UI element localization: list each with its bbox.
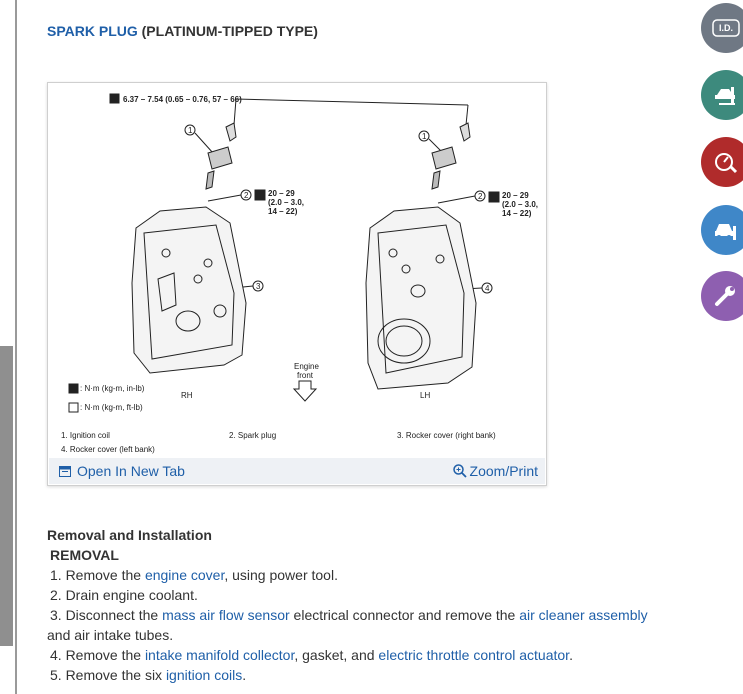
diagnostics-button[interactable] [701, 137, 743, 187]
callout-2-rh: 2 [244, 191, 249, 200]
lift-button[interactable] [701, 70, 743, 120]
ignition-coils-link[interactable]: ignition coils [165, 667, 243, 683]
id-button[interactable]: I.D. [701, 3, 743, 53]
step-4-text: 4. Remove the [50, 647, 145, 663]
callout-3: 3 [256, 282, 261, 291]
step-4: 4. Remove the intake manifold collector,… [47, 645, 687, 665]
legend-inlb: : N·m (kg-m, in-lb) [80, 384, 145, 393]
id-label: I.D. [718, 23, 733, 33]
torque-symbol-icon [109, 93, 120, 104]
part-1: 1. Ignition coil [61, 431, 110, 440]
step-3-text: 3. Disconnect the [50, 607, 163, 623]
spark-plug-diagram [68, 93, 500, 413]
zoom-print-link[interactable]: Zoom/Print [452, 463, 538, 479]
new-tab-icon [59, 465, 71, 477]
instructions: Removal and Installation REMOVAL 1. Remo… [47, 525, 687, 685]
scrollbar-thumb[interactable] [0, 346, 13, 646]
step-2: 2. Drain engine coolant. [50, 587, 198, 603]
step-1-suffix: , using power tool. [224, 567, 338, 583]
torque-spec-lh-c: 14 – 22) [502, 209, 532, 218]
removal-heading: REMOVAL [50, 547, 119, 563]
engine-front-label: Engine [294, 362, 319, 371]
rh-label: RH [181, 391, 193, 400]
engine-front-label-2: front [297, 371, 314, 380]
title-link[interactable]: SPARK PLUG [47, 23, 138, 39]
torque-spec-top: 6.37 – 7.54 (0.65 – 0.76, 57 – 66) [123, 95, 242, 104]
open-in-new-tab-label: Open In New Tab [77, 463, 185, 479]
torque-spec-rh-b: (2.0 – 3.0, [268, 198, 305, 207]
section-heading: Removal and Installation [47, 527, 212, 543]
step-3-continued: and air intake tubes. [47, 627, 174, 643]
step-1: 1. Remove the engine cover, using power … [47, 565, 687, 585]
torque-spec-rh-a: 20 – 29 [268, 189, 295, 198]
part-3: 3. Rocker cover (right bank) [397, 431, 496, 440]
torque-spec-lh-b: (2.0 – 3.0, [502, 200, 539, 209]
id-icon [712, 19, 740, 37]
zoom-print-label: Zoom/Print [469, 463, 538, 479]
step-4-suffix: . [569, 647, 573, 663]
wrench-icon [715, 286, 735, 306]
electric-throttle-control-actuator-link[interactable]: electric throttle control actuator [378, 647, 570, 663]
step-4-mid: , gasket, and [294, 647, 379, 663]
step-5-suffix: . [242, 667, 247, 683]
mass-air-flow-sensor-link[interactable]: mass air flow sensor [162, 607, 290, 623]
torque-spec-lh-a: 20 – 29 [502, 191, 529, 200]
step-1-text: 1. Remove the [50, 567, 145, 583]
lh-label: LH [420, 391, 431, 400]
figure-footer: Open In New Tab Zoom/Print [49, 458, 545, 484]
gauge-wrench-icon [715, 153, 738, 174]
torque-spec-rh-c: 14 – 22) [268, 207, 298, 216]
step-3-mid: electrical connector and remove the [289, 607, 520, 623]
callout-4: 4 [485, 284, 490, 293]
intake-manifold-collector-link[interactable]: intake manifold collector [144, 647, 295, 663]
step-5: 5. Remove the six ignition coils. [47, 665, 687, 685]
title-suffix: (PLATINUM-TIPPED TYPE) [137, 23, 318, 39]
car-service-icon [715, 224, 736, 240]
callout-1-lh: 1 [422, 132, 427, 141]
legend-ftlb: : N·m (kg-m, ft-lb) [80, 403, 143, 412]
engine-cover-link[interactable]: engine cover [144, 567, 225, 583]
step-3: 3. Disconnect the mass air flow sensor e… [47, 605, 687, 625]
service-button[interactable] [701, 205, 743, 255]
zoom-icon [452, 464, 467, 478]
callout-2-lh: 2 [478, 192, 483, 201]
open-in-new-tab-link[interactable]: Open In New Tab [59, 463, 185, 479]
car-lift-icon [715, 87, 735, 105]
page-title: SPARK PLUG (PLATINUM-TIPPED TYPE) [47, 23, 318, 39]
part-2: 2. Spark plug [229, 431, 277, 440]
tools-button[interactable] [701, 271, 743, 321]
figure-panel: 6.37 – 7.54 (0.65 – 0.76, 57 – 66) 20 – … [47, 82, 547, 486]
step-5-text: 5. Remove the six [50, 667, 166, 683]
callout-1-rh: 1 [188, 126, 193, 135]
part-4: 4. Rocker cover (left bank) [61, 445, 155, 454]
air-cleaner-assembly-link[interactable]: air cleaner assembly [519, 607, 648, 623]
